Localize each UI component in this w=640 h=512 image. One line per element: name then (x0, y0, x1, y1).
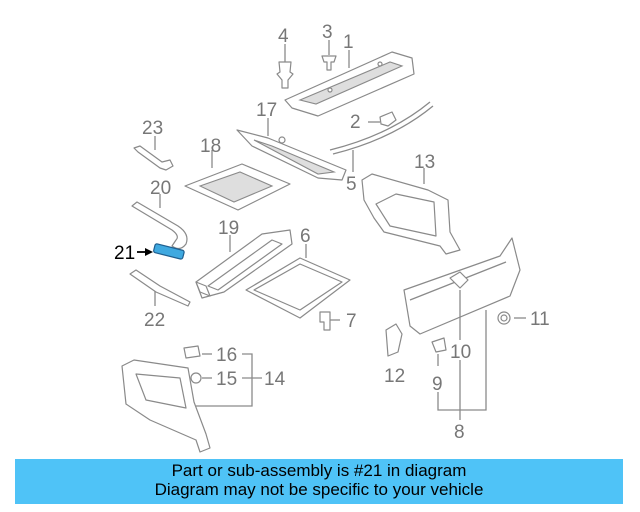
part-20-jack-handle (131, 194, 188, 250)
info-banner: Part or sub-assembly is #21 in diagram D… (15, 459, 623, 504)
label-14: 14 (264, 369, 286, 390)
part-2-clip (368, 111, 397, 127)
label-7: 7 (346, 311, 357, 332)
label-19: 19 (218, 218, 239, 239)
label-6: 6 (300, 226, 311, 247)
label-12: 12 (384, 366, 405, 387)
label-4: 4 (278, 26, 289, 47)
trim-strip (329, 101, 434, 155)
label-17: 17 (256, 100, 277, 121)
part-17-tray (236, 118, 347, 181)
part-7-bracket (319, 311, 340, 331)
label-10: 10 (450, 342, 471, 363)
label-3: 3 (322, 22, 333, 43)
part-16-clip (183, 345, 212, 359)
part-18-floor-panel (184, 150, 291, 211)
label-11: 11 (530, 309, 550, 330)
label-21: 21 (114, 243, 135, 264)
part-4-clip (276, 44, 294, 89)
part-21-highlighted-rod (137, 243, 185, 260)
label-18: 18 (200, 136, 221, 157)
part-8-leaders (437, 310, 487, 420)
label-2: 2 (350, 112, 361, 133)
part-13-side-panel (361, 168, 461, 255)
label-15: 15 (216, 369, 237, 390)
label-23: 23 (142, 118, 163, 139)
part-3-rivet (321, 40, 337, 71)
label-16: 16 (216, 345, 237, 366)
part-11-plug (497, 311, 526, 325)
part-1-parcel-shelf (284, 50, 415, 117)
label-13: 13 (414, 152, 435, 173)
part-22-screwdriver (129, 269, 191, 307)
part-15-screw (190, 372, 212, 384)
label-9: 9 (432, 374, 443, 395)
rear-bumper-trim (403, 237, 521, 340)
part-12-cover (385, 323, 403, 357)
part-14-leaders (196, 353, 253, 407)
label-5: 5 (346, 174, 357, 195)
part-19-jack (195, 229, 293, 299)
part-23-wrench (133, 136, 174, 171)
label-20: 20 (150, 178, 171, 199)
part-14-side-trim (121, 359, 211, 453)
label-1: 1 (343, 32, 354, 53)
banner-line-1: Part or sub-assembly is #21 in diagram (171, 461, 467, 480)
label-22: 22 (144, 310, 165, 331)
banner-line-2: Diagram may not be specific to your vehi… (154, 480, 484, 499)
part-9-clip (431, 337, 447, 366)
part-6-floor-mat (245, 244, 351, 319)
label-8: 8 (454, 422, 465, 443)
